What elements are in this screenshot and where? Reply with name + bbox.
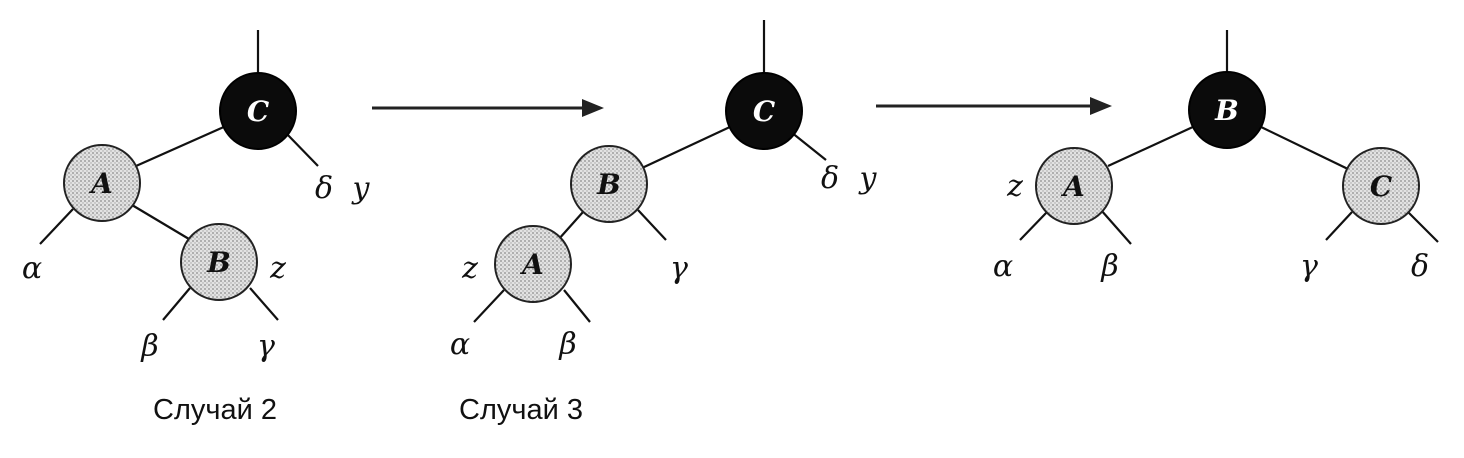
edge-c-b — [641, 125, 733, 169]
label-z: z — [269, 251, 286, 286]
edge-c-gamma — [1325, 211, 1353, 241]
node-c-label: C — [247, 95, 270, 128]
label-y: y — [351, 171, 371, 206]
edge-c-delta — [790, 131, 827, 161]
transition-arrow-1 — [372, 99, 604, 117]
edge-c-a — [135, 124, 227, 168]
edge-a-alpha — [473, 289, 505, 323]
node-b-label: B — [1214, 94, 1239, 127]
edge-b-gamma — [637, 209, 667, 241]
transition-arrow-2 — [876, 97, 1112, 115]
label-delta: δ — [821, 161, 839, 196]
edge-c-delta — [284, 131, 319, 167]
node-b — [1188, 71, 1266, 149]
arrow-2-head — [1090, 97, 1112, 115]
arrow-1-head — [582, 99, 604, 117]
label-gamma: γ — [670, 251, 688, 286]
node-b-label: B — [206, 246, 231, 279]
edge-b-a — [557, 211, 584, 241]
node-c — [219, 72, 297, 150]
label-delta: δ — [315, 171, 333, 206]
edge-a-b — [131, 204, 195, 243]
tree-result: B A C z α β γ δ — [993, 30, 1439, 284]
node-c — [1342, 147, 1420, 225]
label-gamma: γ — [1300, 249, 1318, 284]
label-z: z — [461, 251, 478, 286]
node-a-label: A — [519, 248, 544, 281]
edge-b-a — [1107, 125, 1196, 167]
label-beta: β — [140, 329, 158, 364]
node-b-label: B — [596, 168, 621, 201]
label-y: y — [858, 161, 878, 196]
edge-b-gamma — [249, 287, 279, 321]
edge-b-beta — [162, 287, 191, 321]
edge-a-alpha — [1019, 211, 1048, 241]
label-delta: δ — [1411, 249, 1429, 284]
tree-case-3: C B A δ y z γ α β Случай 3 — [450, 20, 878, 426]
label-z: z — [1006, 169, 1023, 204]
tree-case-2: C A B δ y α z β γ Случай 2 — [22, 30, 371, 426]
node-a-label: A — [1060, 170, 1085, 203]
label-gamma: γ — [257, 329, 275, 364]
case-2-label: Случай 2 — [153, 394, 277, 426]
edge-c-delta — [1407, 211, 1439, 243]
edge-a-alpha — [39, 208, 74, 245]
label-alpha: α — [450, 327, 470, 362]
node-b — [570, 145, 648, 223]
node-a — [63, 144, 141, 222]
label-alpha: α — [22, 251, 42, 286]
node-c — [725, 72, 803, 150]
label-beta: β — [1100, 249, 1118, 284]
label-beta: β — [558, 327, 576, 362]
edge-a-beta — [563, 289, 591, 323]
node-c-label: C — [753, 95, 776, 128]
label-alpha: α — [993, 249, 1013, 284]
edge-a-beta — [1100, 209, 1132, 245]
node-c-label: C — [1370, 170, 1393, 203]
node-a — [1035, 147, 1113, 225]
node-a — [494, 225, 572, 303]
node-b — [180, 223, 258, 301]
edge-b-c — [1258, 125, 1351, 171]
case-3-label: Случай 3 — [459, 394, 583, 426]
node-a-label: A — [88, 167, 113, 200]
